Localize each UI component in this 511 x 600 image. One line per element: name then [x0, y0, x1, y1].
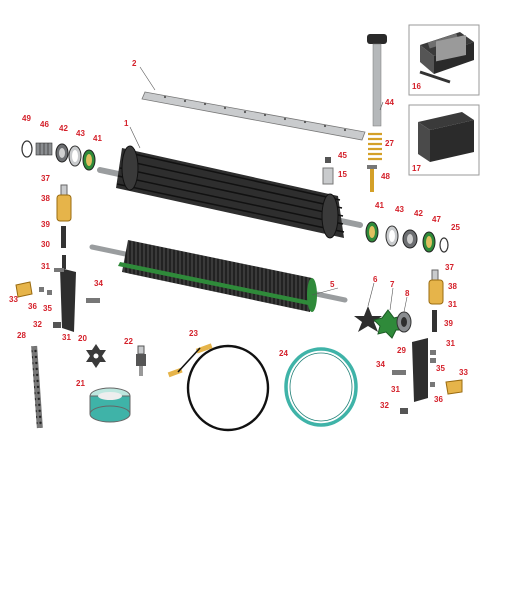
callout-39a: 39: [41, 220, 50, 229]
callout-17: 17: [412, 164, 421, 173]
part-spring: [368, 132, 382, 161]
inset-grass-box: [408, 34, 480, 176]
callout-47: 47: [432, 215, 441, 224]
callout-41b: 41: [375, 201, 384, 210]
callout-34b: 34: [376, 360, 385, 369]
callout-42b: 42: [414, 209, 423, 218]
callout-15: 15: [338, 170, 347, 179]
part-nut-8: [396, 311, 412, 333]
callout-42a: 42: [59, 124, 68, 133]
callout-36a: 36: [28, 302, 37, 311]
callout-8: 8: [405, 289, 410, 298]
callout-22: 22: [124, 337, 133, 346]
callout-27: 27: [385, 139, 394, 148]
callout-31e: 31: [391, 385, 400, 394]
callout-31d: 31: [446, 339, 455, 348]
callout-32a: 32: [33, 320, 42, 329]
part-belt-24: [284, 347, 358, 427]
callout-33a: 33: [9, 295, 18, 304]
part-nut-45: [325, 157, 331, 163]
callout-35b: 35: [436, 364, 445, 373]
part-plug-22: [136, 345, 146, 376]
callout-20: 20: [78, 334, 87, 343]
part-stud-15: [322, 167, 334, 185]
callout-34a: 34: [94, 279, 103, 288]
callout-37a: 37: [41, 174, 50, 183]
callout-48: 48: [381, 172, 390, 181]
callout-21: 21: [76, 379, 85, 388]
callout-5: 5: [330, 280, 335, 289]
callout-30: 30: [41, 240, 50, 249]
callout-39b: 39: [444, 319, 453, 328]
part-chain-28: [31, 345, 43, 429]
callout-6: 6: [373, 275, 378, 284]
part-bolt-48: [367, 165, 377, 192]
callout-16: 16: [412, 82, 421, 91]
callout-43b: 43: [395, 205, 404, 214]
callout-37b: 37: [445, 263, 454, 272]
part-right-adjuster: [392, 269, 463, 414]
callout-31c: 31: [448, 300, 457, 309]
callout-1: 1: [124, 119, 129, 128]
callout-25: 25: [451, 223, 460, 232]
callout-7: 7: [390, 280, 395, 289]
part-adjuster-rod: [367, 34, 387, 127]
callout-43a: 43: [76, 129, 85, 138]
callout-38b: 38: [448, 282, 457, 291]
callout-28: 28: [17, 331, 26, 340]
callout-49: 49: [22, 114, 31, 123]
callout-32b: 32: [380, 401, 389, 410]
callout-24: 24: [279, 349, 288, 358]
part-sprocket-20: [86, 344, 106, 368]
callout-41a: 41: [93, 134, 102, 143]
callout-31b: 31: [62, 333, 71, 342]
callout-38a: 38: [41, 194, 50, 203]
part-left-adjuster: [15, 184, 100, 332]
part-left-bearing-stack: [21, 140, 96, 171]
part-star-6: [354, 306, 382, 332]
callout-44: 44: [385, 98, 394, 107]
leader-lines: [129, 66, 408, 313]
part-reel: [97, 145, 363, 239]
callout-29: 29: [397, 346, 406, 355]
part-brush-roller: [89, 240, 348, 312]
part-bedknife: [141, 91, 366, 141]
callout-2: 2: [132, 59, 137, 68]
part-cable-loop-23: [167, 343, 270, 432]
callout-45: 45: [338, 151, 347, 160]
callout-33b: 33: [459, 368, 468, 377]
part-right-bearing-stack: [365, 221, 449, 253]
part-filter-21: [89, 387, 131, 423]
callout-23: 23: [189, 329, 198, 338]
callout-36b: 36: [434, 395, 443, 404]
callout-46: 46: [40, 120, 49, 129]
callout-31a: 31: [41, 262, 50, 271]
callout-35a: 35: [43, 304, 52, 313]
callout-labels: 2 1 44 27 45 15 48 16 17 49 46 42 43 41 …: [9, 59, 468, 410]
